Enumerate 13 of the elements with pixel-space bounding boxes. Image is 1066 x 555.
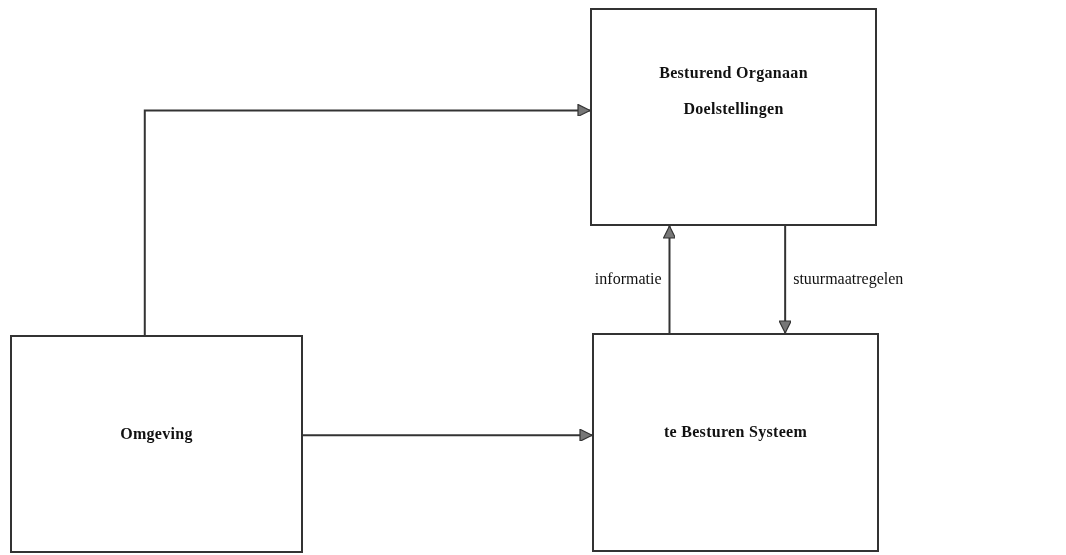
process-box (592, 333, 879, 552)
arrow (143, 103, 591, 336)
box-label: Besturend Organaan (659, 64, 808, 82)
box-label: te Besturen Systeem (663, 423, 808, 441)
process-box (590, 8, 877, 226)
arrow (302, 428, 593, 442)
arrow (778, 225, 792, 334)
process-box (10, 335, 303, 553)
box-label: Doelstellingen (683, 100, 784, 118)
arrow (662, 225, 677, 334)
box-label: Omgeving (120, 425, 193, 443)
edge-label: stuurmaatregelen (793, 269, 904, 288)
edge-label: informatie (594, 269, 662, 288)
